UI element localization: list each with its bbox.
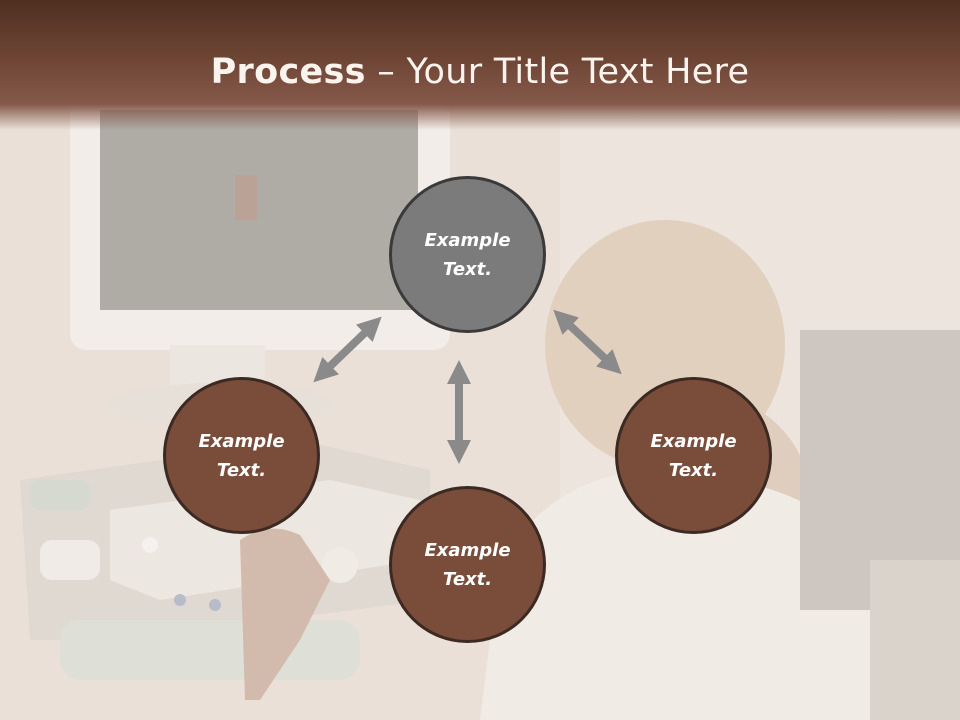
slide-title: Process – Your Title Text Here	[0, 52, 960, 92]
process-node-right: Example Text.	[615, 377, 772, 534]
process-node-left: Example Text.	[163, 377, 320, 534]
monitor-illustration	[70, 100, 450, 427]
title-bold: Process	[210, 52, 366, 92]
process-node-bottom: Example Text.	[389, 486, 546, 643]
title-band	[0, 0, 960, 130]
chair-illustration	[800, 330, 960, 720]
title-rest: – Your Title Text Here	[365, 52, 750, 92]
process-node-top: Example Text.	[389, 176, 546, 333]
